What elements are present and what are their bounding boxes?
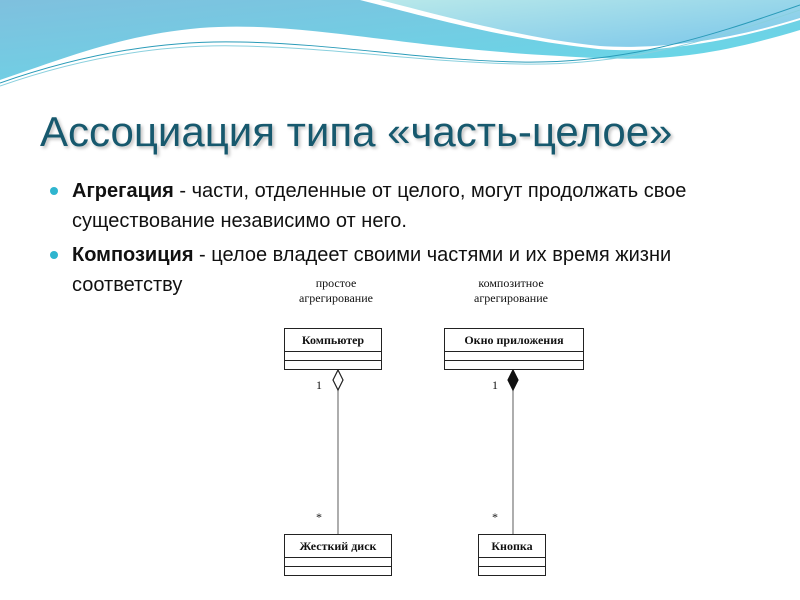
hollow-diamond-icon [332,368,344,392]
term-composition: Композиция [72,244,194,266]
filled-diamond-icon [507,368,519,392]
multiplicity-part-right: * [492,510,498,524]
decorative-wave-header [0,0,800,87]
aggregation-definition: - части, отделенные от целого, могут про… [72,180,687,232]
attributes-section [285,352,381,361]
caption-line: простое [315,276,357,290]
operations-section [479,567,545,575]
class-button: Кнопка [478,534,546,576]
bullet-composition: Композиция - целое владеет своими частям… [48,240,768,300]
uml-aggregation-diagram: простое агрегирование композитное агреги… [280,272,586,582]
caption-composite-aggregation: композитное агрегирование [446,276,576,306]
multiplicity-whole-right: 1 [492,378,498,392]
operations-section [445,361,583,369]
multiplicity-whole-left: 1 [316,378,322,392]
attributes-section [479,558,545,567]
association-lines [332,368,519,534]
bullet-dot-icon [50,187,58,195]
attributes-section [445,352,583,361]
class-name: Кнопка [479,535,545,558]
bullet-aggregation: Агрегация - части, отделенные от целого,… [48,176,768,236]
class-app-window: Окно приложения [444,328,584,370]
class-name: Окно приложения [445,329,583,352]
bullet-dot-icon [50,251,58,259]
caption-line: композитное [478,276,544,290]
bullet-list: Агрегация - части, отделенные от целого,… [48,176,768,304]
caption-line: агрегирование [474,291,548,305]
caption-simple-aggregation: простое агрегирование [280,276,392,306]
operations-section [285,567,391,575]
composition-definition: - целое владеет своими частями и их врем… [72,244,672,296]
term-aggregation: Агрегация [72,180,174,202]
class-name: Компьютер [285,329,381,352]
class-name: Жесткий диск [285,535,391,558]
attributes-section [285,558,391,567]
slide-title: Ассоциация типа «часть-целое» [40,108,673,155]
class-computer: Компьютер [284,328,382,370]
operations-section [285,361,381,369]
multiplicity-part-left: * [316,510,322,524]
class-hard-disk: Жесткий диск [284,534,392,576]
caption-line: агрегирование [299,291,373,305]
